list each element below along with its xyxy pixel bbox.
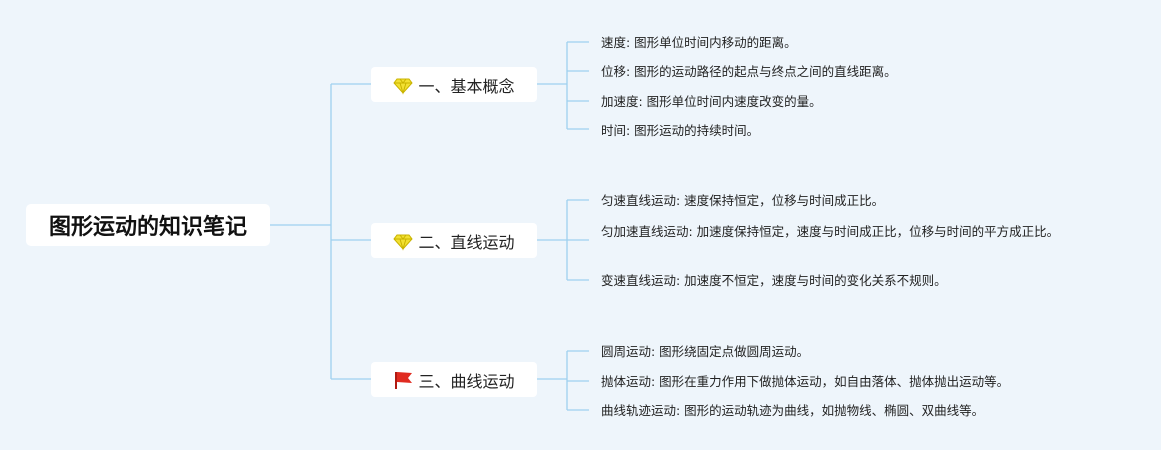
- diamond-icon: [393, 75, 414, 95]
- branch-label: 三、曲线运动: [418, 371, 515, 391]
- leaf-item[interactable]: 加速度: 图形单位时间内速度改变的量。: [601, 94, 822, 109]
- leaf-item[interactable]: 时间: 图形运动的持续时间。: [601, 123, 760, 138]
- root-node[interactable]: 图形运动的知识笔记: [26, 204, 270, 246]
- leaf-item[interactable]: 抛体运动: 图形在重力作用下做抛体运动，如自由落体、抛体抛出运动等。: [601, 374, 1010, 389]
- branch-node-curved-motion[interactable]: 三、曲线运动: [371, 362, 537, 397]
- branch-node-linear-motion[interactable]: 二、直线运动: [371, 223, 537, 258]
- branch-label: 一、基本概念: [418, 76, 515, 96]
- diamond-icon: [393, 231, 414, 251]
- leaf-item[interactable]: 速度: 图形单位时间内移动的距离。: [601, 35, 797, 50]
- leaf-item[interactable]: 匀加速直线运动: 加速度保持恒定，速度与时间成正比，位移与时间的平方成正比。: [601, 224, 1060, 239]
- branch-label: 二、直线运动: [418, 232, 515, 252]
- branch-node-basic-concepts[interactable]: 一、基本概念: [371, 67, 537, 102]
- red-flag-icon: [393, 370, 413, 390]
- leaf-item[interactable]: 位移: 图形的运动路径的起点与终点之间的直线距离。: [601, 64, 897, 79]
- leaf-item[interactable]: 圆周运动: 图形绕固定点做圆周运动。: [601, 344, 810, 359]
- leaf-item[interactable]: 匀速直线运动: 速度保持恒定，位移与时间成正比。: [601, 193, 885, 208]
- leaf-item[interactable]: 曲线轨迹运动: 图形的运动轨迹为曲线，如抛物线、椭圆、双曲线等。: [601, 403, 985, 418]
- root-title: 图形运动的知识笔记: [48, 215, 247, 240]
- leaf-item[interactable]: 变速直线运动: 加速度不恒定，速度与时间的变化关系不规则。: [601, 273, 947, 288]
